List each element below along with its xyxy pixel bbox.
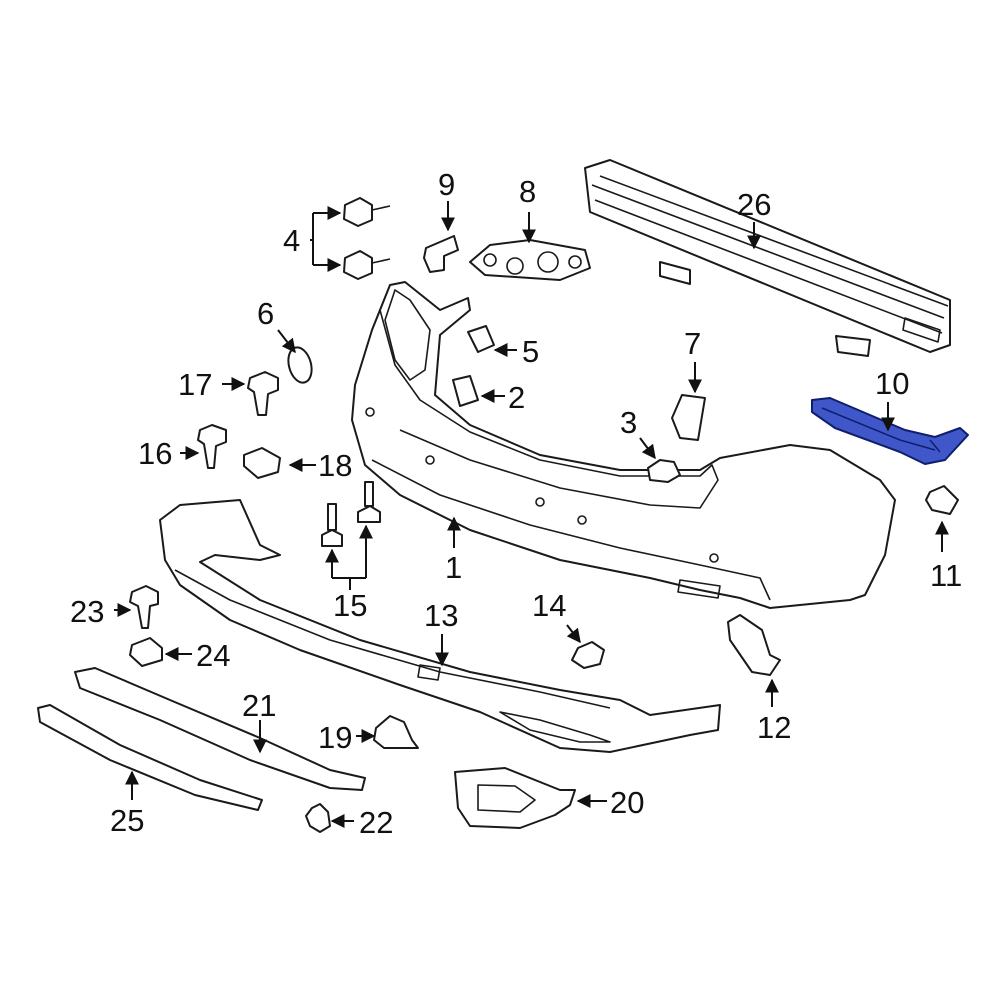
callout-14: 14 [532,588,566,623]
callout-2: 2 [508,380,525,415]
part-2-retainer[interactable] [452,375,479,407]
part-6-cap[interactable] [285,345,316,385]
part-9-bolt[interactable] [423,235,459,273]
callout-24: 24 [196,638,230,673]
part-14-bolt[interactable] [571,641,605,669]
callout-25: 25 [110,803,144,838]
part-12-reflector[interactable] [727,614,781,676]
callout-26: 26 [737,187,771,222]
callout-5: 5 [522,334,539,369]
callout-18: 18 [318,448,352,483]
callout-1: 1 [445,550,462,585]
part-18-nut[interactable] [243,447,281,479]
callout-23: 23 [70,594,104,629]
callout-7: 7 [684,326,701,361]
callout-8: 8 [519,174,536,209]
part-26-reinforcement-bar[interactable] [584,159,951,357]
part-7-side-piece[interactable] [671,394,706,441]
part-13-lower-valance[interactable] [159,499,721,753]
leader-arrows [114,201,949,828]
callout-labels: 9 8 26 4 6 5 7 10 17 2 3 16 18 1 11 15 2… [70,167,962,840]
callout-3: 3 [620,405,637,440]
part-23-screw[interactable] [129,585,159,629]
part-25-molding[interactable] [37,704,263,811]
part-24-nut[interactable] [129,637,163,667]
callout-9: 9 [438,167,455,202]
part-1-bumper-cover[interactable] [351,281,896,609]
part-3-bolt[interactable] [647,459,681,483]
callout-22: 22 [359,805,393,840]
part-22-push-pin[interactable] [305,803,331,833]
part-21-molding[interactable] [74,667,366,791]
callout-19: 19 [318,720,352,755]
callout-6: 6 [257,296,274,331]
callout-12: 12 [757,710,791,745]
part-15-screws[interactable] [321,481,381,547]
part-4-screws[interactable] [343,197,391,280]
callout-17: 17 [178,367,212,402]
part-8-bracket[interactable] [469,239,591,281]
part-5-clip[interactable] [467,325,495,353]
callout-16: 16 [138,436,172,471]
part-11-push-pin[interactable] [925,485,959,515]
callout-15: 15 [333,588,367,623]
callout-20: 20 [610,785,644,820]
part-19-cap[interactable] [373,715,419,749]
part-16-screw[interactable] [197,424,227,469]
part-17-screw[interactable] [247,371,279,416]
callout-11: 11 [930,558,962,593]
callout-13: 13 [424,598,458,633]
part-20-bracket[interactable] [454,767,576,829]
callout-10: 10 [875,366,909,401]
callout-21: 21 [242,688,276,723]
callout-4: 4 [283,223,300,258]
